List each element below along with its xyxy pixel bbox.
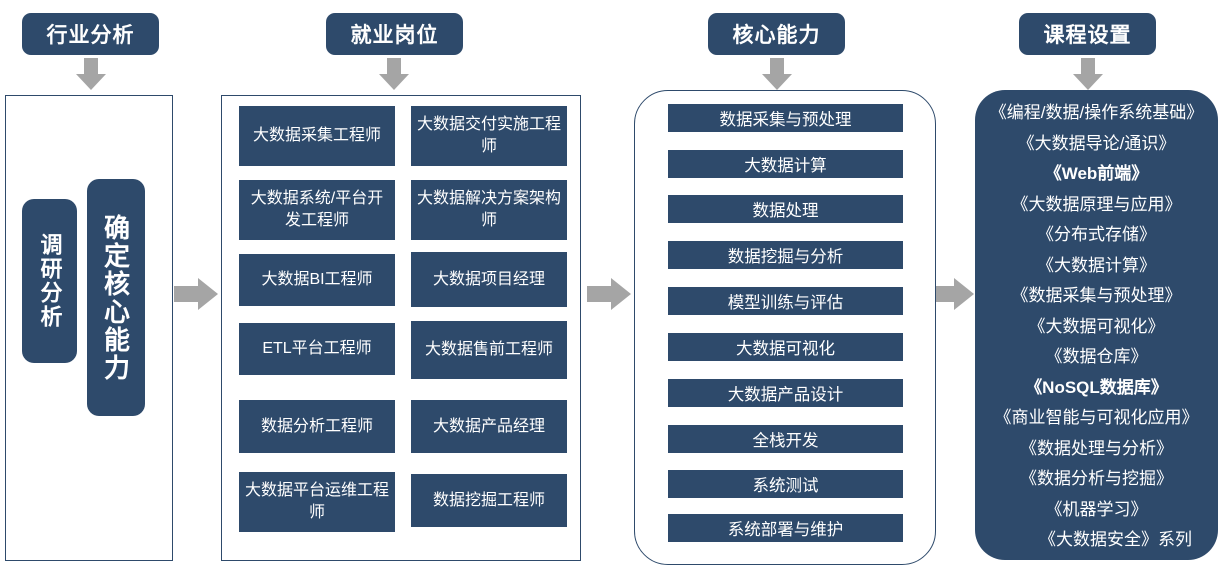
course-item: 《大数据应用项目实践》系列 (991, 560, 1212, 571)
header-course-setup[interactable]: 课程设置 (1019, 13, 1156, 55)
course-item: 《分布式存储》 (1037, 225, 1156, 244)
down-arrow-head (1073, 74, 1103, 90)
ability-bar[interactable]: 数据挖掘与分析 (668, 241, 903, 269)
pill-determine-core-ability-label: 确定核心能力 (100, 213, 131, 382)
down-arrow-positions-icon (379, 58, 409, 90)
job-box[interactable]: 大数据解决方案架构师 (411, 180, 567, 240)
job-box-label: 数据挖掘工程师 (432, 491, 545, 509)
job-box[interactable]: 大数据项目经理 (411, 252, 567, 307)
job-box-label: 大数据系统/平台开发工程师 (250, 190, 384, 229)
job-box[interactable]: 大数据采集工程师 (239, 106, 395, 166)
job-box[interactable]: ETL平台工程师 (239, 323, 395, 375)
pill-research-analysis-label: 调研分析 (37, 233, 63, 329)
ability-bar[interactable]: 模型训练与评估 (668, 287, 903, 315)
down-arrow-courses-icon (1073, 58, 1103, 90)
ability-bar[interactable]: 数据采集与预处理 (668, 104, 903, 132)
down-arrow-abilities-icon (762, 58, 792, 90)
job-box[interactable]: 大数据产品经理 (411, 400, 567, 453)
ability-bar-label: 大数据可视化 (736, 340, 835, 358)
arrow-column2-to-column3-icon (587, 278, 631, 310)
job-box-label: 大数据平台运维工程师 (244, 482, 389, 521)
job-box-label: 大数据BI工程师 (261, 271, 373, 289)
course-item: 《大数据安全》系列 (1039, 530, 1192, 549)
job-box-label: 数据分析工程师 (260, 417, 373, 435)
header-industry-analysis[interactable]: 行业分析 (22, 13, 159, 55)
down-arrow-industry-icon (76, 58, 106, 90)
down-arrow-head (379, 74, 409, 90)
course-item: 《数据处理与分析》 (1020, 438, 1173, 458)
right-arrow-shaft (930, 286, 955, 302)
course-item: 《数据仓库》 (1045, 347, 1148, 366)
course-item: 《Web前端》 (1044, 164, 1149, 183)
down-arrow-shaft (770, 58, 784, 75)
right-arrow-head (954, 278, 974, 310)
course-item: 《编程/数据/操作系统基础》 (989, 103, 1204, 122)
header-course-setup-label: 课程设置 (1043, 24, 1132, 47)
header-employment-positions[interactable]: 就业岗位 (326, 13, 463, 55)
course-item: 《机器学习》 (1045, 499, 1148, 519)
ability-bar-label: 全栈开发 (752, 432, 819, 450)
ability-bar[interactable]: 系统测试 (668, 470, 903, 498)
course-item: 《NoSQL数据库》 (1025, 377, 1168, 397)
job-box-label: 大数据交付实施工程师 (416, 116, 561, 155)
right-arrow-head (198, 278, 218, 310)
job-box-label: 大数据解决方案架构师 (416, 190, 561, 229)
ability-bar-label: 系统部署与维护 (727, 521, 844, 539)
header-core-abilities[interactable]: 核心能力 (708, 13, 845, 55)
course-list: 《编程/数据/操作系统基础》 《大数据导论/通识》 《Web前端》 《大数据原理… (968, 98, 1225, 571)
job-box-label: 大数据采集工程师 (252, 127, 381, 145)
ability-bar-label: 模型训练与评估 (727, 294, 844, 312)
ability-bar-label: 数据挖掘与分析 (727, 248, 844, 266)
pill-determine-core-ability[interactable]: 确定核心能力 (87, 179, 145, 416)
job-box-label: 大数据售前工程师 (424, 341, 553, 359)
ability-bar-label: 数据采集与预处理 (719, 111, 852, 129)
right-arrow-shaft (174, 286, 199, 302)
header-core-abilities-label: 核心能力 (732, 24, 821, 47)
job-box-label: 大数据产品经理 (432, 417, 545, 435)
course-item: 《商业智能与可视化应用》 (994, 408, 1199, 427)
header-industry-analysis-label: 行业分析 (46, 24, 135, 47)
ability-bar-label: 系统测试 (752, 477, 819, 495)
ability-bar[interactable]: 系统部署与维护 (668, 514, 903, 542)
ability-bar-label: 大数据计算 (744, 157, 827, 175)
pill-research-analysis[interactable]: 调研分析 (22, 199, 77, 363)
course-item: 《数据采集与预处理》 (1011, 286, 1182, 305)
down-arrow-shaft (84, 58, 98, 75)
ability-bar-label: 数据处理 (752, 202, 819, 220)
arrow-column1-to-column2-icon (174, 278, 218, 310)
course-item: 《大数据可视化》 (1028, 316, 1165, 336)
job-box[interactable]: 大数据系统/平台开发工程师 (239, 180, 395, 240)
ability-bar[interactable]: 数据处理 (668, 195, 903, 223)
down-arrow-head (762, 74, 792, 90)
ability-bar[interactable]: 大数据产品设计 (668, 379, 903, 407)
ability-bar[interactable]: 全栈开发 (668, 425, 903, 453)
job-box[interactable]: 大数据平台运维工程师 (239, 472, 395, 532)
job-box[interactable]: 大数据交付实施工程师 (411, 106, 567, 166)
job-box-label: 大数据项目经理 (432, 270, 545, 288)
down-arrow-head (76, 74, 106, 90)
ability-bar[interactable]: 大数据计算 (668, 150, 903, 178)
right-arrow-head (611, 278, 631, 310)
job-box[interactable]: 数据分析工程师 (239, 400, 395, 453)
down-arrow-shaft (1081, 58, 1095, 75)
down-arrow-shaft (387, 58, 401, 75)
course-item: 《数据分析与挖掘》 (1020, 469, 1173, 488)
course-item: 《大数据计算》 (1037, 255, 1156, 275)
course-item: 《大数据原理与应用》 (1011, 194, 1182, 214)
ability-bar-label: 大数据产品设计 (727, 386, 844, 404)
ability-bar[interactable]: 大数据可视化 (668, 333, 903, 361)
job-box[interactable]: 数据挖掘工程师 (411, 474, 567, 527)
header-employment-positions-label: 就业岗位 (350, 24, 439, 47)
arrow-column3-to-column4-icon (930, 278, 974, 310)
course-setup-panel (975, 90, 1218, 560)
job-box[interactable]: 大数据售前工程师 (411, 321, 567, 379)
job-box[interactable]: 大数据BI工程师 (239, 254, 395, 306)
course-item: 《大数据导论/通识》 (1017, 133, 1176, 153)
job-box-label: ETL平台工程师 (262, 340, 372, 358)
right-arrow-shaft (587, 286, 612, 302)
